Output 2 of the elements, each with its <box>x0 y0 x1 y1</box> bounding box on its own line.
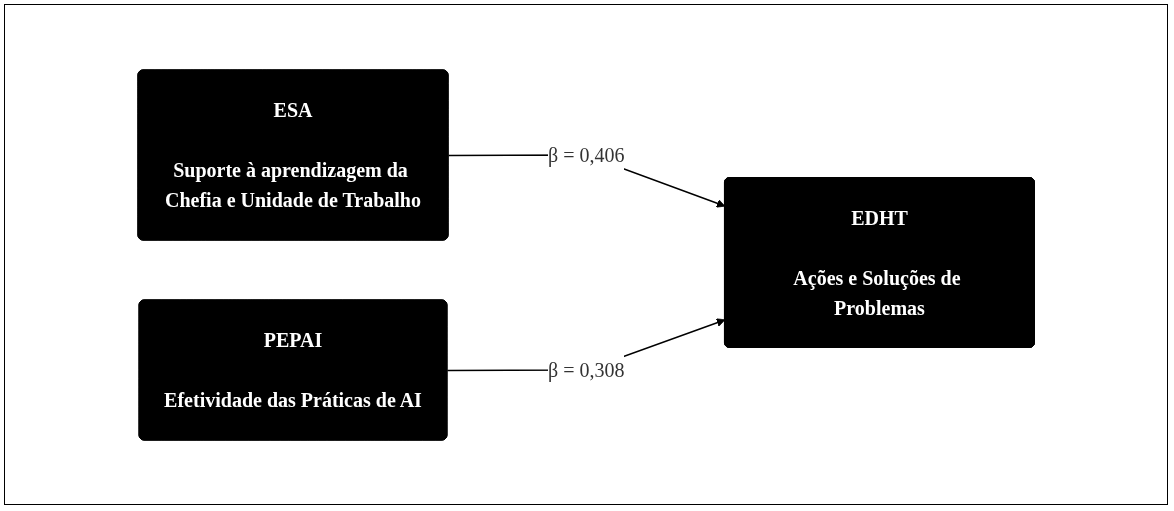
edge-label: β = 0,406 <box>547 143 625 166</box>
edge-label: β = 0,308 <box>547 358 625 381</box>
